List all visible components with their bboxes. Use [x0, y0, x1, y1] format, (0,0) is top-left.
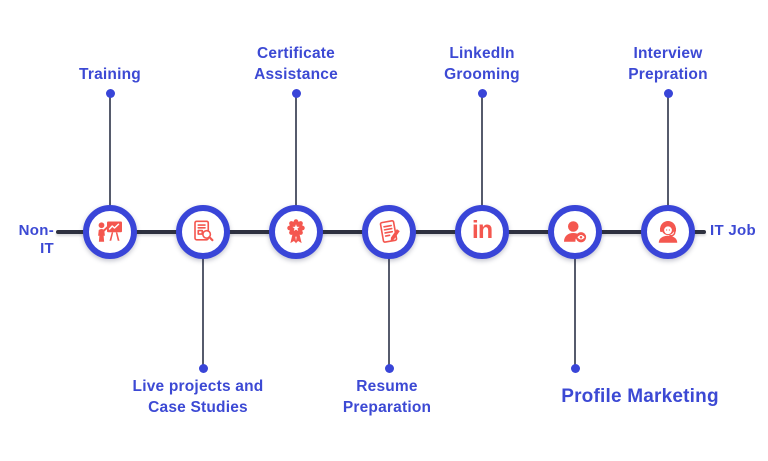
interview-headset-icon: [658, 220, 678, 243]
step-label: Profile Marketing: [561, 386, 719, 407]
step-label: Interview Prepration: [628, 45, 708, 84]
connector-dot: [664, 89, 673, 98]
connector-line: [667, 96, 669, 208]
step-label: Training: [79, 66, 141, 84]
step-node-resume: [362, 205, 416, 259]
connector-dot: [478, 89, 487, 98]
step-node-certificate: [269, 205, 323, 259]
connector-dot: [292, 89, 301, 98]
timeline-end-label: IT Job: [710, 222, 756, 239]
step-label: Certificate Assistance: [254, 45, 338, 84]
step-label: Live projects and Case Studies: [132, 378, 264, 416]
step-node-profile-marketing: [548, 205, 602, 259]
connector-line: [481, 96, 483, 208]
connector-dot: [199, 364, 208, 373]
step-node-training: [83, 205, 137, 259]
connector-line: [202, 256, 204, 366]
step-node-linkedin: in: [455, 205, 509, 259]
connector-dot: [106, 89, 115, 98]
step-label: LinkedIn Grooming: [444, 45, 520, 84]
linkedin-icon: in: [471, 216, 493, 244]
resume-pencil-icon: [379, 219, 400, 243]
step-node-live-projects: [176, 205, 230, 259]
presentation-training-icon: [98, 221, 122, 242]
connector-line: [574, 256, 576, 366]
connector-dot: [385, 364, 394, 373]
timeline-start-label: Non-IT: [18, 222, 54, 257]
connector-line: [109, 96, 111, 208]
profile-view-icon: [564, 221, 587, 243]
award-ribbon-icon: [287, 219, 305, 244]
document-search-icon: [194, 220, 214, 242]
step-label: Resume Preparation: [342, 378, 432, 416]
connector-dot: [571, 364, 580, 373]
connector-line: [388, 256, 390, 366]
connector-line: [295, 96, 297, 208]
step-node-interview: [641, 205, 695, 259]
